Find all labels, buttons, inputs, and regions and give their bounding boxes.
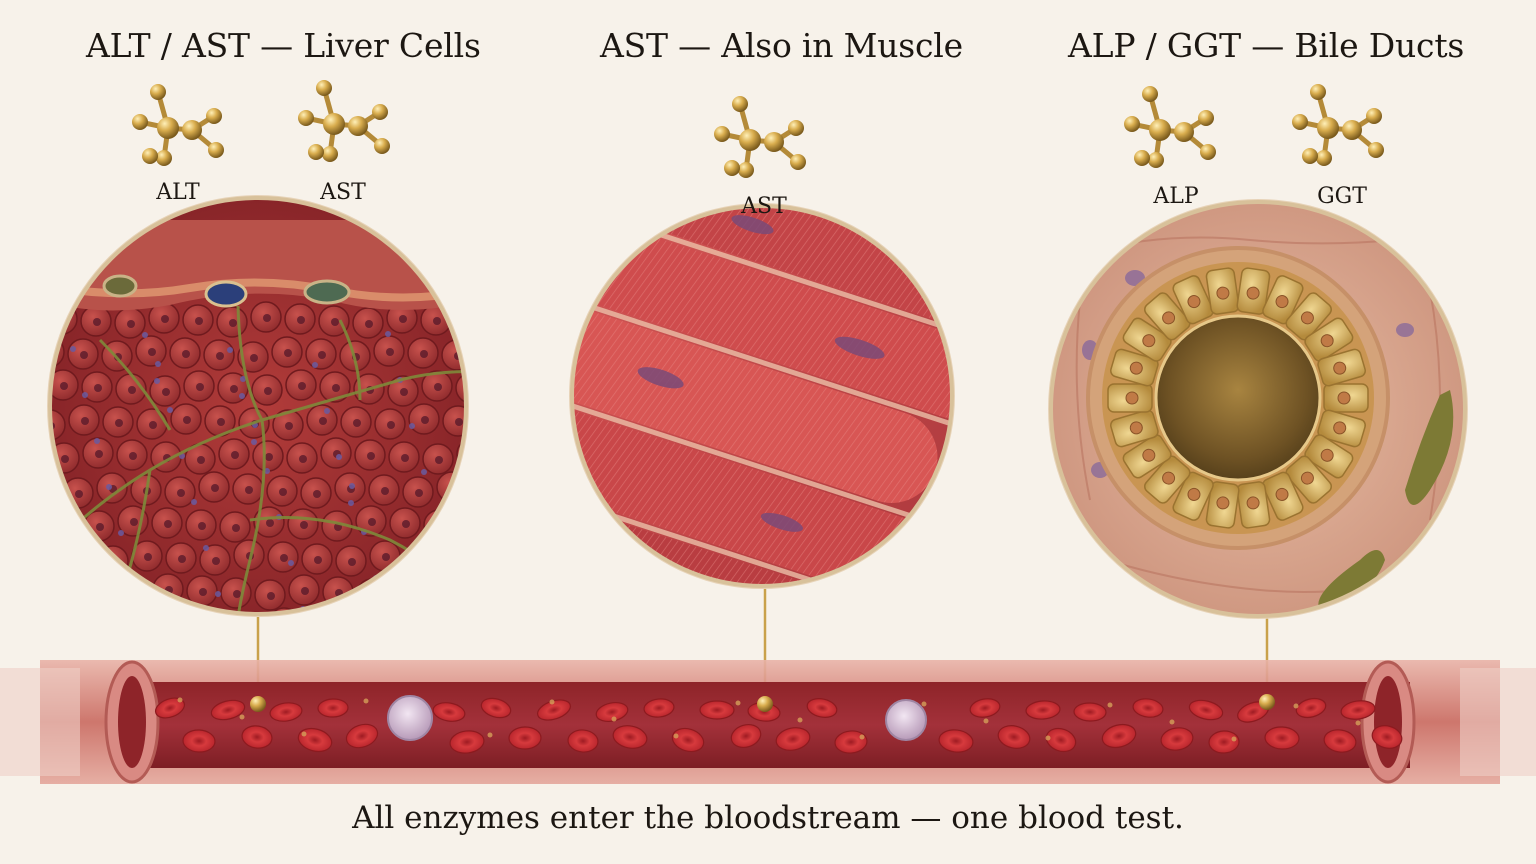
molecule-label-ast-liver: AST <box>320 180 366 205</box>
molecule-icon-alp <box>1124 86 1216 168</box>
molecule-icon-ast-liver <box>298 80 390 162</box>
connector-endpoints <box>250 694 1275 712</box>
bile-section-title: ALP / GGT — Bile Ducts <box>1068 26 1465 65</box>
molecule-label-ast-muscle: AST <box>741 194 787 219</box>
molecule-label-alt: ALT <box>156 180 200 205</box>
liver-tissue-circle <box>47 195 469 617</box>
liver-section-title: ALT / AST — Liver Cells <box>86 26 481 65</box>
muscle-tissue-circle <box>569 203 955 589</box>
molecule-label-ggt: GGT <box>1317 184 1367 209</box>
white-blood-cell <box>387 695 927 741</box>
molecule-icon-ggt <box>1292 84 1384 166</box>
molecule-label-alp: ALP <box>1153 184 1199 209</box>
bile-duct-tissue-circle <box>1048 199 1468 619</box>
muscle-section-title: AST — Also in Muscle <box>600 26 963 65</box>
blood-vessel <box>0 660 1536 784</box>
molecule-icon-alt <box>132 84 224 166</box>
bottom-caption: All enzymes enter the bloodstream — one … <box>352 800 1184 836</box>
molecule-icon-ast-muscle <box>714 96 806 178</box>
